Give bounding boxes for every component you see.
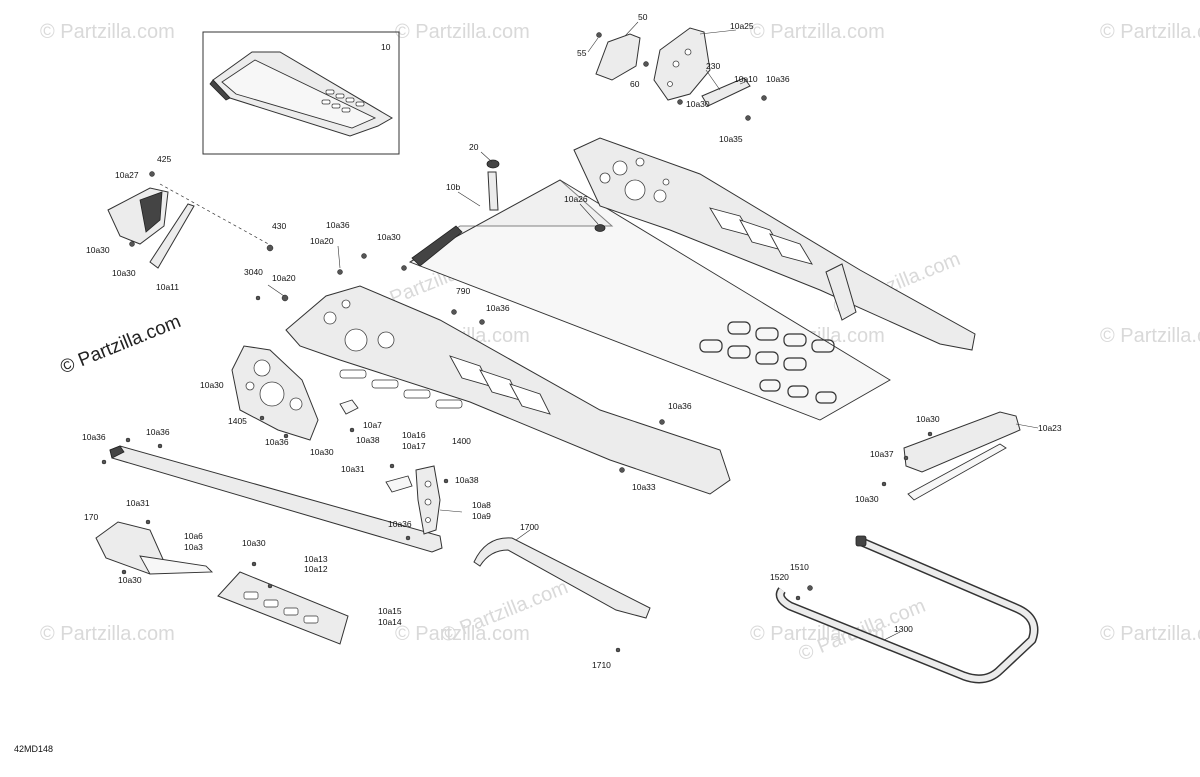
featured-watermark: © Partzilla.com: [57, 311, 184, 378]
rear-bracket-bar[interactable]: 10a30 10a23 10a37 10a30: [855, 411, 1062, 504]
watermark: © Partzilla.com: [40, 623, 175, 645]
callout-label: 10a36: [326, 220, 350, 230]
callout-label: 1300: [894, 624, 913, 634]
watermark: © Partzilla.com: [1100, 623, 1200, 645]
callout-label: 10a36: [388, 519, 412, 529]
watermark: © Partzilla.com: [1100, 21, 1200, 43]
callout-label: 10a23: [1038, 423, 1062, 433]
callout-label: 10a30: [377, 232, 401, 242]
callout-label: 10a30: [86, 245, 110, 255]
callout-label: 10a16: [402, 430, 426, 440]
callout-label: 425: [157, 154, 171, 164]
callout-label: 10a6: [184, 531, 203, 541]
callout-label: 10a11: [156, 282, 179, 292]
callout-label: 10a33: [632, 482, 656, 492]
callout-label: 10a36: [146, 427, 170, 437]
callout-label: 10a9: [472, 511, 491, 521]
callout-label: 3040: [244, 267, 263, 277]
callout-label: 10a12: [304, 564, 328, 574]
watermark: © Partzilla.com: [395, 21, 530, 43]
watermark: © Partzilla.com: [40, 21, 175, 43]
callout-label: 10a36: [265, 437, 289, 447]
step-grate[interactable]: 10a30 10a15 10a14: [217, 538, 402, 645]
left-mount-bracket[interactable]: 425 10a27 10a30 10a30 10a11 430: [86, 154, 286, 292]
callout-label: 10a8: [472, 500, 491, 510]
watermark: © Partzilla.com: [395, 623, 530, 645]
callout-label: 10a31: [341, 464, 365, 474]
front-side-plate[interactable]: 10a30 1405 10a36 10a30 10a7 10a38: [200, 345, 382, 457]
callout-label: 10a36: [766, 74, 790, 84]
right-tunnel-side-rail[interactable]: [573, 137, 976, 351]
side-rail-trim[interactable]: 1700 1710: [473, 522, 651, 670]
callout-label: 10a36: [668, 401, 692, 411]
callout-label: 10a30: [855, 494, 879, 504]
callout-label: 10a37: [870, 449, 894, 459]
center-mount-bracket[interactable]: 10a16 10a17 10a31 10a38 10a8 10a9: [341, 430, 491, 535]
callout-label: 10a25: [730, 21, 754, 31]
diagram-code: 42MD148: [14, 744, 53, 754]
callout-label: 10a36: [82, 432, 106, 442]
callout-label: 10a15: [378, 606, 402, 616]
callout-label: 10a30: [200, 380, 224, 390]
tunnel-top-plate[interactable]: 20 10b 10a26: [408, 142, 891, 421]
callout-label: 10b: [446, 182, 460, 192]
callout-label: 10: [381, 42, 391, 52]
callout-label: 10a27: [115, 170, 139, 180]
running-board-rail[interactable]: 10a36 10a36 10a13 10a12 10a36: [82, 427, 443, 574]
callout-label: 1405: [228, 416, 247, 426]
callout-label: 170: [84, 512, 98, 522]
callout-label: 10a7: [363, 420, 382, 430]
callout-label: 10a10: [734, 74, 758, 84]
callout-label: 10a30: [118, 575, 142, 585]
callout-label: 10a26: [564, 194, 588, 204]
tow-hook-bracket[interactable]: 10a31 170 10a6 10a3 10a30: [84, 498, 214, 585]
callout-label: 60: [630, 79, 640, 89]
callout-label: 1520: [770, 572, 789, 582]
left-tunnel-side-rail[interactable]: 10a36 10a20 10a30 3040 10a20 790 10a36 1…: [244, 220, 731, 495]
watermark: © Partzilla.com: [1100, 325, 1200, 347]
callout-label: 10a30: [112, 268, 136, 278]
callout-label: 10a30: [310, 447, 334, 457]
callout-label: 20: [469, 142, 479, 152]
callout-label: 50: [638, 12, 648, 22]
callout-label: 10a13: [304, 554, 328, 564]
callout-label: 1400: [452, 436, 471, 446]
callout-label: 10a36: [486, 303, 510, 313]
callout-label: 10a3: [184, 542, 203, 552]
callout-label: 10a20: [310, 236, 334, 246]
rear-bumper[interactable]: 1510 1520 1300: [770, 535, 1039, 684]
callout-label: 10a20: [272, 273, 296, 283]
callout-label: 1510: [790, 562, 809, 572]
callout-label: 55: [577, 48, 587, 58]
callout-label: 10a17: [402, 441, 426, 451]
callout-label: 10a31: [126, 498, 150, 508]
callout-label: 10a35: [719, 134, 743, 144]
inset-assembly-10[interactable]: 10: [202, 31, 400, 155]
callout-label: 10a30: [686, 99, 710, 109]
watermark: © Partzilla.com: [750, 21, 885, 43]
upper-bracket-assembly[interactable]: 50 55 60 10a25 230 10a10 10a36 10a30 10a…: [577, 12, 790, 144]
callout-label: 230: [706, 61, 720, 71]
callout-label: 10a30: [916, 414, 940, 424]
callout-label: 10a14: [378, 617, 402, 627]
callout-label: 10a30: [242, 538, 266, 548]
callout-label: 790: [456, 286, 470, 296]
callout-label: 430: [272, 221, 286, 231]
callout-label: 10a38: [356, 435, 380, 445]
callout-label: 10a38: [455, 475, 479, 485]
callout-label: 1710: [592, 660, 611, 670]
callout-label: 1700: [520, 522, 539, 532]
